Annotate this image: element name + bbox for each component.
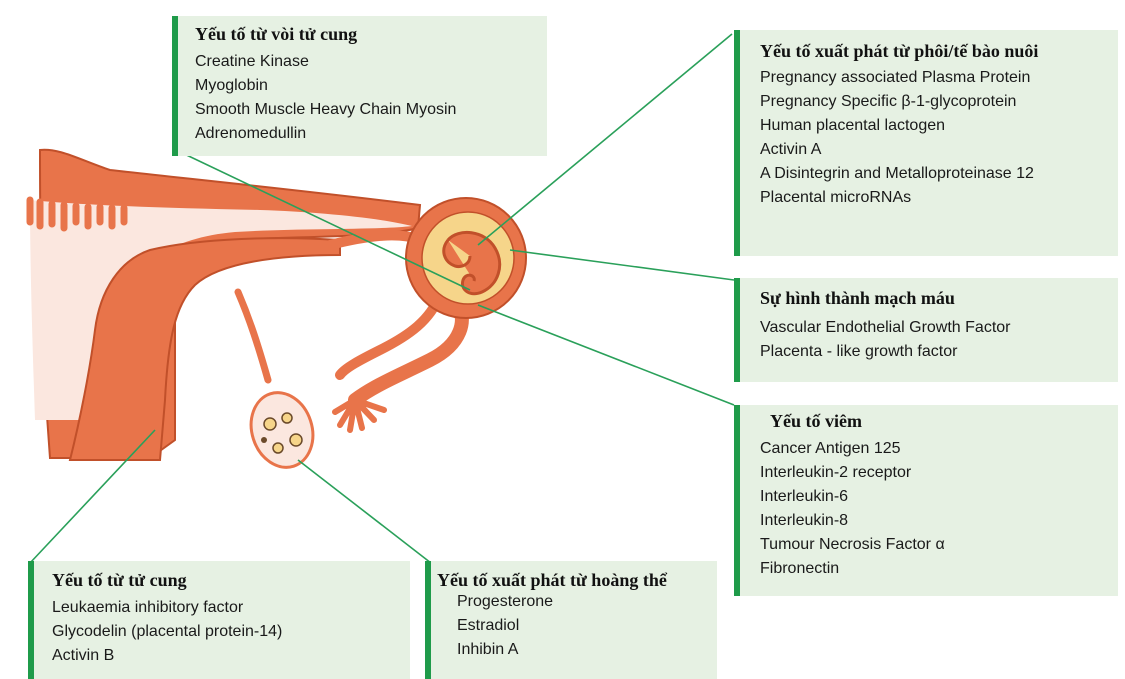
factor-item: Pregnancy associated Plasma Protein: [760, 66, 1118, 90]
factor-list: Vascular Endothelial Growth Factor Place…: [760, 316, 1118, 364]
box-title: Sự hình thành mạch máu: [760, 287, 1118, 309]
factor-item: Estradiol: [457, 614, 717, 638]
factor-list: Leukaemia inhibitory factor Glycodelin (…: [52, 596, 410, 668]
factor-item: Activin B: [52, 644, 410, 668]
ovarian-ligament: [238, 292, 268, 380]
ovarian-follicle: [273, 443, 283, 453]
factor-list: Pregnancy associated Plasma Protein Preg…: [760, 66, 1118, 210]
box-embryo-trophoblast-factors: Yếu tố xuất phát từ phôi/tế bào nuôi Pre…: [734, 30, 1118, 256]
factor-item: Interleukin-2 receptor: [760, 461, 1118, 485]
box-uterine-factors: Yếu tố từ tử cung Leukaemia inhibitory f…: [28, 561, 410, 679]
ovarian-follicle: [264, 418, 276, 430]
factor-item: Smooth Muscle Heavy Chain Myosin: [195, 98, 547, 122]
box-angiogenesis-factors: Sự hình thành mạch máu Vascular Endothel…: [734, 278, 1118, 382]
factor-item: A Disintegrin and Metalloproteinase 12: [760, 162, 1118, 186]
box-title: Yếu tố từ tử cung: [52, 569, 410, 591]
factor-item: Tumour Necrosis Factor α: [760, 533, 1118, 557]
ovarian-follicle: [290, 434, 302, 446]
ovarian-follicle: [261, 437, 267, 443]
factor-item: Placenta - like growth factor: [760, 340, 1118, 364]
factor-item: Placental microRNAs: [760, 186, 1118, 210]
connector-corpus-luteum: [298, 460, 440, 570]
box-title: Yếu tố viêm: [760, 410, 1118, 432]
factor-item: Leukaemia inhibitory factor: [52, 596, 410, 620]
fimbriae: [335, 400, 384, 430]
box-title: Yếu tố xuất phát từ phôi/tế bào nuôi: [760, 40, 1118, 62]
factor-item: Myoglobin: [195, 74, 547, 98]
factor-list: Progesterone Estradiol Inhibin A: [437, 590, 717, 662]
box-tubal-factors: Yếu tố từ vòi tử cung Creatine Kinase My…: [172, 16, 547, 156]
factor-item: Glycodelin (placental protein-14): [52, 620, 410, 644]
factor-item: Activin A: [760, 138, 1118, 162]
factor-item: Inhibin A: [457, 638, 717, 662]
factor-item: Human placental lactogen: [760, 114, 1118, 138]
factor-list: Cancer Antigen 125 Interleukin-2 recepto…: [760, 437, 1118, 581]
factor-item: Interleukin-8: [760, 509, 1118, 533]
factor-item: Adrenomedullin: [195, 122, 547, 146]
ovarian-follicle: [282, 413, 292, 423]
factor-item: Vascular Endothelial Growth Factor: [760, 316, 1118, 340]
factor-item: Fibronectin: [760, 557, 1118, 581]
connector-vessel: [510, 250, 734, 280]
factor-item: Cancer Antigen 125: [760, 437, 1118, 461]
box-corpus-luteum-factors: Yếu tố xuất phát từ hoàng thể Progestero…: [425, 561, 717, 679]
factor-item: Creatine Kinase: [195, 50, 547, 74]
box-title: Yếu tố xuất phát từ hoàng thể: [437, 569, 717, 591]
factor-item: Progesterone: [457, 590, 717, 614]
factor-list: Creatine Kinase Myoglobin Smooth Muscle …: [195, 50, 547, 146]
connector-inflammation: [478, 305, 734, 405]
box-inflammation-factors: Yếu tố viêm Cancer Antigen 125 Interleuk…: [734, 405, 1118, 596]
factor-item: Pregnancy Specific β-1-glycoprotein: [760, 90, 1118, 114]
factor-item: Interleukin-6: [760, 485, 1118, 509]
ovary: [242, 385, 323, 476]
box-title: Yếu tố từ vòi tử cung: [195, 23, 547, 45]
